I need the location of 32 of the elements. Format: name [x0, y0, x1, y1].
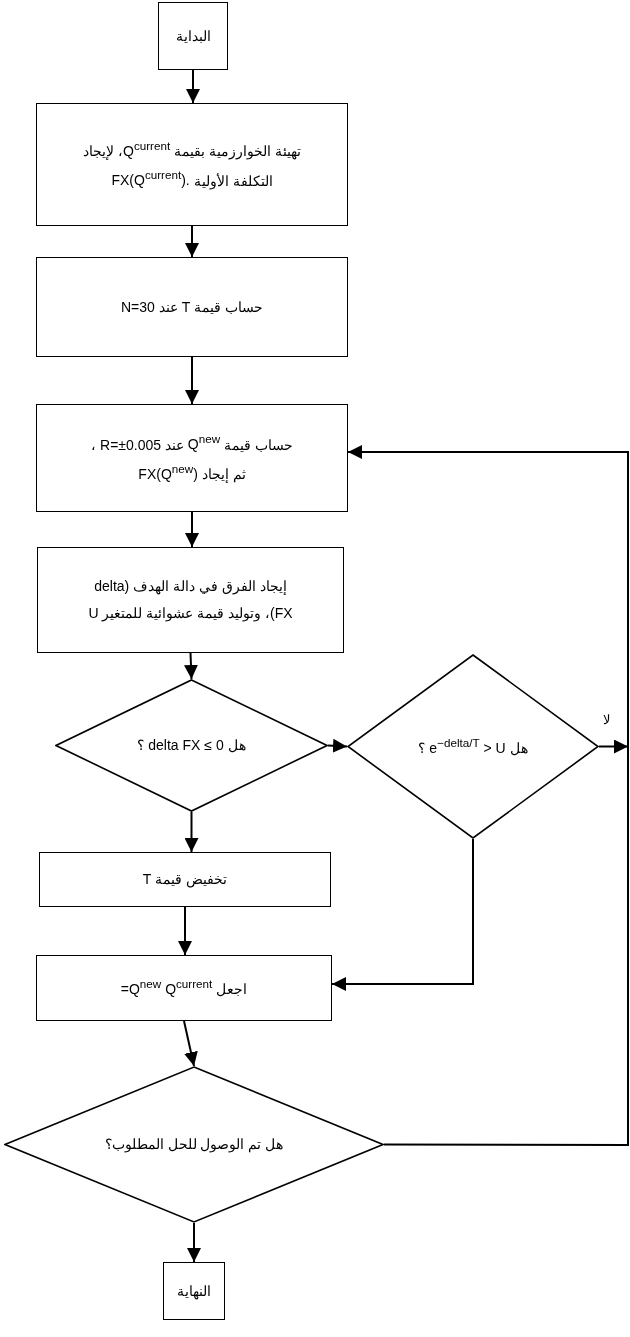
- arrow: [186, 69, 200, 104]
- node-text: هل تم الوصول للحل المطلوب؟: [104, 1135, 284, 1155]
- process-box: [36, 103, 348, 226]
- node-text: تخفيض قيمة T: [142, 870, 228, 890]
- node-text: هل delta FX ≤ 0 ؟: [137, 736, 246, 756]
- arrow: [183, 652, 198, 680]
- process-box: [36, 955, 332, 1021]
- edge-label: لا: [603, 712, 610, 727]
- arrow: [183, 1020, 198, 1067]
- decision-diamond: [347, 654, 599, 839]
- node-text: إيجاد الفرق في دالة الهدف (delta FX)، وتوليد قيمة عشوائية للمتغير U: [87, 577, 294, 624]
- node-text: البداية: [175, 26, 211, 46]
- node-text: النهاية: [177, 1281, 211, 1302]
- process-box: [36, 404, 348, 512]
- terminal-box: [163, 1262, 225, 1320]
- node-text: حساب قيمة T عند N=30: [121, 297, 263, 317]
- arrow: [184, 811, 199, 853]
- arrow: [331, 838, 474, 991]
- arrow: [327, 738, 348, 753]
- process-box: [36, 257, 348, 357]
- arrow: [185, 356, 199, 405]
- decision-diamond: [55, 679, 328, 812]
- arrow: [347, 445, 629, 1146]
- decision-diamond: [4, 1066, 384, 1223]
- process-box: [37, 547, 344, 653]
- arrow: [185, 225, 199, 258]
- arrow: [178, 906, 192, 956]
- terminal-box: [158, 2, 228, 70]
- arrow: [598, 739, 629, 754]
- arrow: [187, 1222, 201, 1263]
- arrow: [185, 511, 199, 548]
- process-box: [39, 852, 331, 907]
